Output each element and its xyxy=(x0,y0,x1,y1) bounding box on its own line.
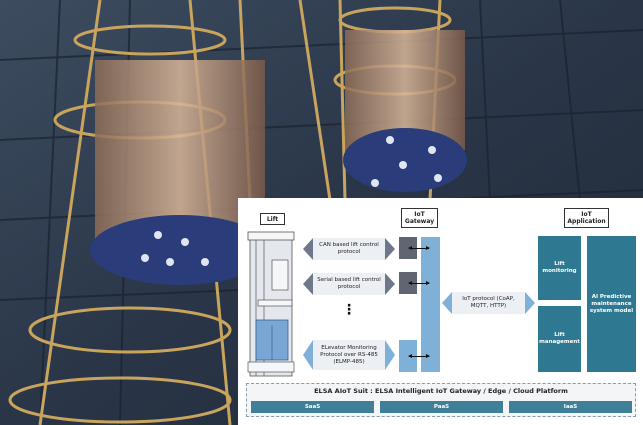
lift-monitoring-box: Lift monitoring xyxy=(538,236,581,300)
iot-application-label: IoT Application xyxy=(564,208,609,228)
serial-protocol-label: Serial based lift control protocol xyxy=(313,273,385,295)
more-protocols-ellipsis: ⋮ xyxy=(342,302,356,318)
can-protocol-label: CAN based lift control protocol xyxy=(313,238,385,260)
can-protocol-arrow: CAN based lift control protocol xyxy=(303,238,395,260)
iot-gateway-label: IoT Gateway xyxy=(401,208,438,228)
paas-layer: PaaS xyxy=(380,401,503,413)
serial-protocol-arrow: Serial based lift control protocol xyxy=(303,273,395,295)
iaas-layer: IaaS xyxy=(509,401,632,413)
iot-protocol-label: IoT protocol (CoAP, MQTT, HTTP) xyxy=(452,292,525,314)
saas-layer: SaaS xyxy=(251,401,374,413)
iot-protocol-arrow: IoT protocol (CoAP, MQTT, HTTP) xyxy=(442,292,535,314)
platform-title: ELSA AIoT Suit : ELSA Intelligent IoT Ga… xyxy=(314,387,568,395)
bidirectional-arrow-icon xyxy=(408,354,430,358)
lift-label: Lift xyxy=(260,213,285,225)
lift-management-box: Lift management xyxy=(538,306,581,372)
elmp-protocol-label: ELevator Monitoring Protocol over RS-485… xyxy=(313,340,385,370)
lift-shaft-illustration xyxy=(247,231,295,377)
ai-predictive-maintenance-box: AI Predictive maintenance system model xyxy=(587,236,636,372)
gateway-bus xyxy=(421,237,440,372)
bidirectional-arrow-icon xyxy=(408,246,430,250)
bidirectional-arrow-icon xyxy=(408,281,430,285)
elmp-protocol-arrow: ELevator Monitoring Protocol over RS-485… xyxy=(303,340,395,370)
